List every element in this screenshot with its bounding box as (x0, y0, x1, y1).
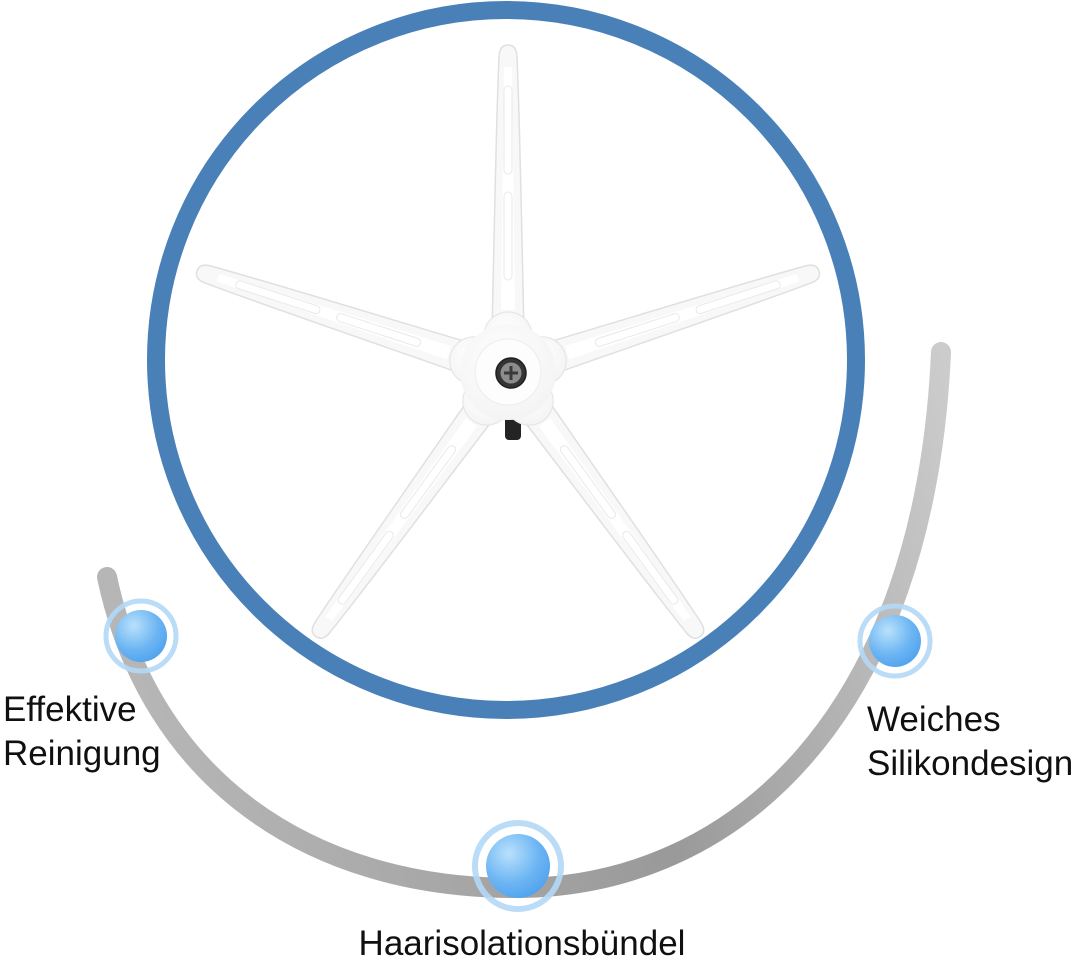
label-line: Haarisolationsbündel (358, 924, 686, 961)
blue-ring (147, 1, 865, 719)
five-arm-side-brush-icon (191, 44, 825, 647)
label-line: Weiches (867, 700, 1001, 739)
gray-swoosh-arc (97, 342, 951, 899)
marker-dot-left (103, 598, 179, 674)
marker-dot-bottom (472, 820, 564, 912)
label-line: Silikondesign (867, 744, 1074, 783)
label-line: Effektive (3, 690, 137, 729)
label-soft-silicone-design: Weiches Silikondesign (867, 698, 1073, 786)
label-effective-cleaning: Effektive Reinigung (3, 688, 161, 776)
marker-dot-right (857, 603, 933, 679)
center-screw-icon (495, 357, 527, 389)
label-line: Reinigung (3, 734, 161, 773)
label-hair-isolation-bundle: Haarisolationsbündel (359, 922, 686, 961)
